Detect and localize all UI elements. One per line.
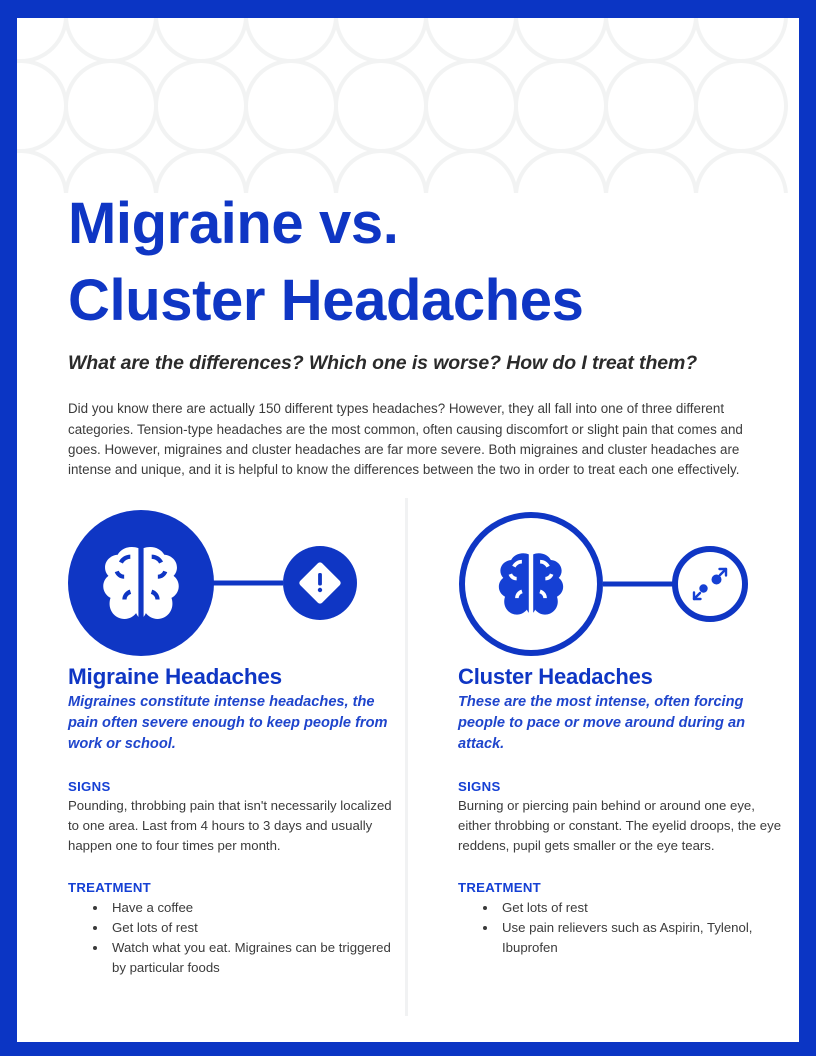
migraine-signs-body: Pounding, throbbing pain that isn't nece… [68, 798, 392, 853]
list-item: Watch what you eat. Migraines can be tri… [108, 938, 398, 978]
cluster-lead: These are the most intense, often forcin… [458, 694, 746, 752]
poster-page: Migraine vs. Cluster Headaches What are … [17, 18, 799, 1042]
brain-icon [498, 553, 564, 615]
column-divider [405, 498, 408, 1016]
list-item: Use pain relievers such as Aspirin, Tyle… [498, 918, 788, 958]
migraine-icon-cluster [68, 496, 398, 664]
page-subtitle: What are the differences? Which one is w… [68, 352, 698, 374]
migraine-signs-label: SIGNS [68, 779, 111, 794]
circle-pattern-decoration [17, 18, 799, 193]
migraine-title: Migraine Headaches [68, 664, 282, 689]
warning-diamond-icon [299, 562, 341, 604]
list-item: Get lots of rest [108, 918, 398, 938]
spread-arrows-icon [692, 567, 728, 601]
page-title-line-1: Migraine vs. [68, 190, 399, 256]
intro-paragraph: Did you know there are actually 150 diff… [68, 401, 743, 477]
migraine-lead: Migraines constitute intense headaches, … [68, 694, 388, 752]
column-migraine: Migraine Headaches Migraines constitute … [68, 496, 398, 978]
migraine-main-circle [68, 510, 214, 656]
cluster-treatment-label: TREATMENT [458, 880, 542, 895]
page-title: Migraine vs. Cluster Headaches [68, 185, 768, 339]
cluster-badge-circle [672, 546, 748, 622]
column-cluster: Cluster Headaches These are the most int… [458, 496, 788, 958]
list-item: Get lots of rest [498, 898, 788, 918]
page-title-line-2: Cluster Headaches [68, 267, 584, 333]
cluster-signs-body: Burning or piercing pain behind or aroun… [458, 798, 782, 853]
cluster-signs-label: SIGNS [458, 779, 501, 794]
cluster-treatment-list: Get lots of rest Use pain relievers such… [458, 898, 788, 958]
cluster-title: Cluster Headaches [458, 664, 653, 689]
list-item: Have a coffee [108, 898, 398, 918]
cluster-main-circle [459, 512, 603, 656]
migraine-treatment-list: Have a coffee Get lots of rest Watch wha… [68, 898, 398, 978]
brain-icon [103, 546, 179, 619]
cluster-icon-cluster [458, 496, 788, 664]
migraine-treatment-label: TREATMENT [68, 880, 152, 895]
